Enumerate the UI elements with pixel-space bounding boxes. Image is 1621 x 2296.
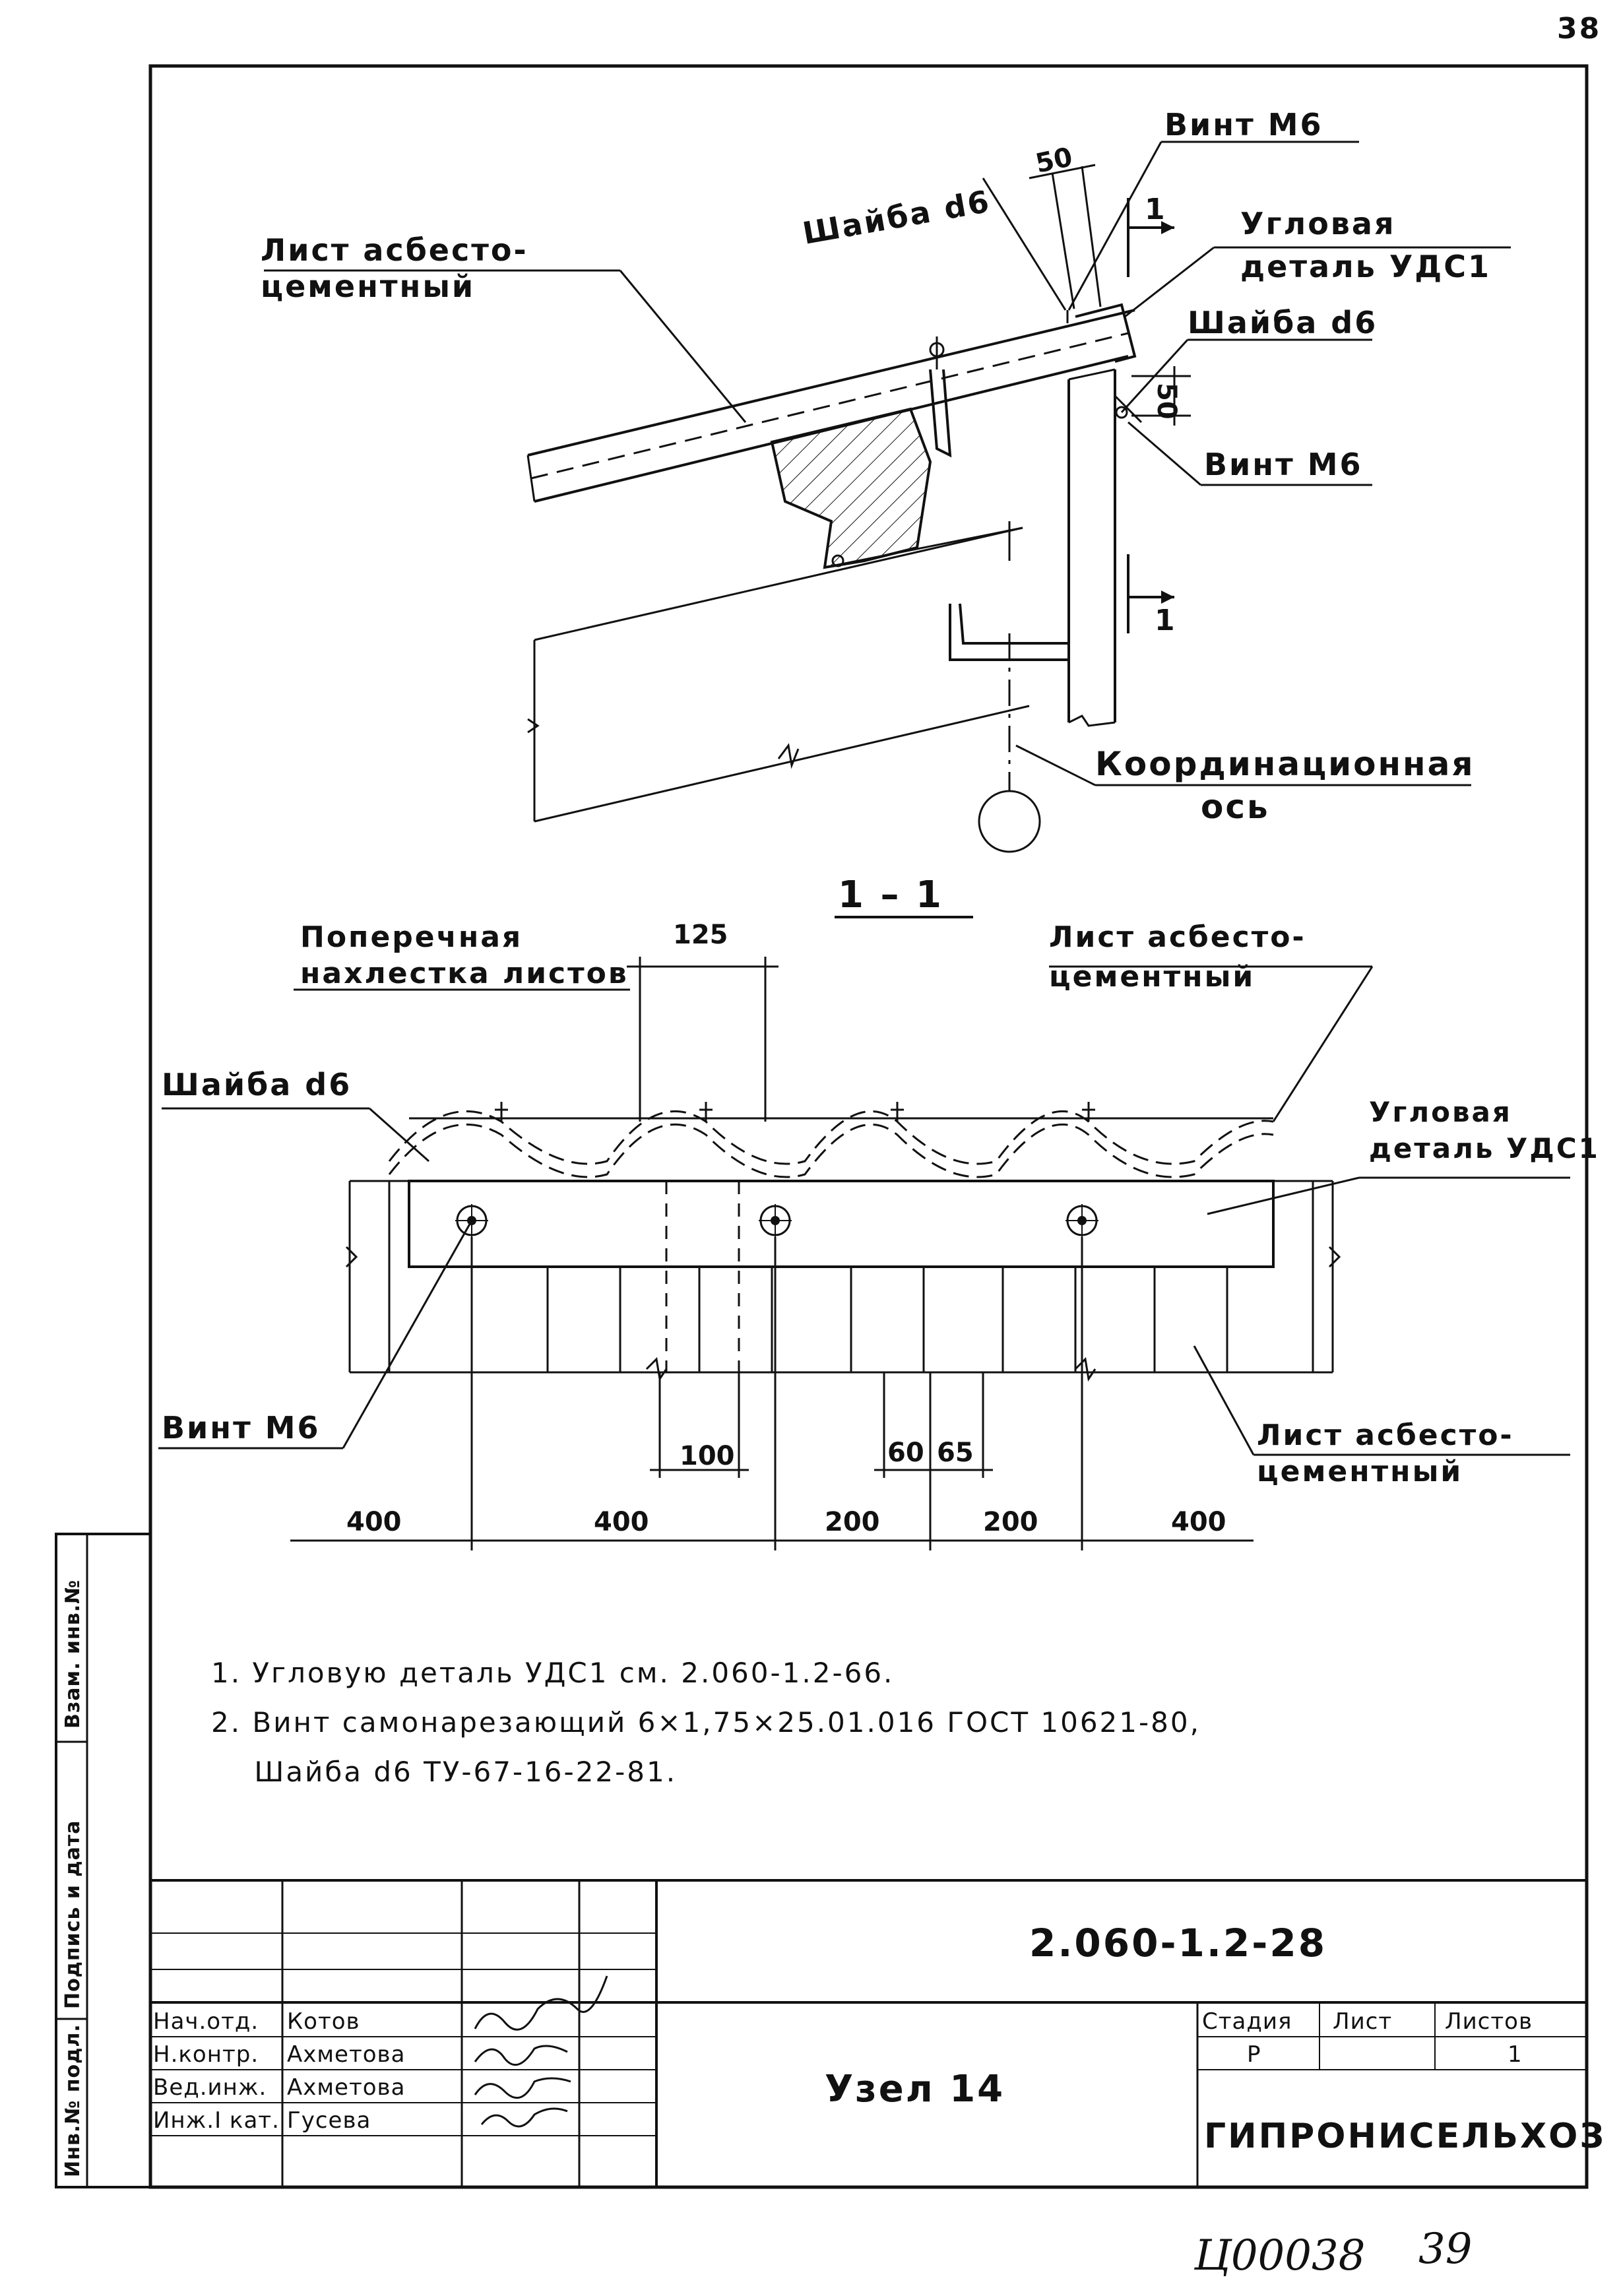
page-number: 38 [1557,12,1601,46]
signatures [474,1975,608,2128]
label-uglovaya-2-s: деталь УДС1 [1369,1132,1600,1164]
coordination-axis-marker [978,790,1041,853]
corner-detail-beam [408,1180,1275,1268]
stage-header: Стадия [1202,2008,1292,2035]
label-list-bottom-1: Лист асбесто- [1257,1419,1514,1452]
dim-bottom-4: 400 [1171,1507,1226,1537]
label-shaiba-right: Шайба d6 [1188,305,1378,340]
label-list-top-1: Лист асбесто- [1049,920,1306,954]
organization: ГИПРОНИСЕЛЬХОЗ [1204,2117,1606,2156]
dim-100: 100 [680,1441,735,1471]
label-poper-2: нахлестка листов [300,957,629,990]
side-col2: Подпись и дата [61,1820,84,2009]
name-0: Котов [287,2008,360,2035]
label-list-left-1: Лист асбесто- [261,232,528,268]
note-1: 1. Угловую деталь УДС1 см. 2.060-1.2-66. [211,1657,894,1689]
dim-bottom-2: 200 [825,1507,880,1537]
notes-block: 1. Угловую деталь УДС1 см. 2.060-1.2-66.… [211,1657,1201,1788]
side-stamp: Инв.№ подл. Подпись и дата Взам. инв.№ [55,1533,152,2188]
name-1: Ахметова [287,2041,405,2068]
label-vint-m6-right: Винт М6 [1204,447,1363,482]
section-title: 1 – 1 [838,874,943,916]
dim-bottom-0: 400 [346,1507,402,1537]
dim-50-right: 50 [1151,383,1182,420]
label-koord-1: Координационная [1095,745,1475,783]
beam-screws [455,1204,1098,1237]
label-koord-2: ось [1201,788,1270,826]
section-mark-top: 1 [1145,193,1167,226]
crest-screws [495,1102,1095,1122]
label-vint-m6-s: Винт М6 [162,1410,321,1446]
label-list-left-2: цементный [261,269,475,304]
elevation-detail: Винт М6 50 Шайба d6 1 Лист асбесто- цеме… [261,107,1511,853]
role-0: Нач.отд. [153,2008,259,2035]
note-2: 2. Винт самонарезающий 6×1,75×25.01.016 … [211,1706,1201,1738]
name-2: Ахметова [287,2074,405,2101]
label-shaiba-left: Шайба d6 [162,1067,352,1102]
sheets-value: 1 [1508,2041,1523,2068]
section-1-1: 1 – 1 [158,874,1600,1550]
drawing-frame [148,64,1589,2189]
dim-60: 60 [887,1438,924,1468]
drawing-title: Узел 14 [825,2068,1005,2111]
purlin-section [770,407,932,569]
dim-50-top: 50 [1033,142,1075,179]
dim-bottom-1: 400 [594,1507,649,1537]
name-3: Гусева [287,2107,371,2134]
dim-125: 125 [673,920,728,950]
side-col1: Инв.№ подл. [61,2024,84,2177]
stage-value: Р [1247,2041,1261,2068]
dim-65: 65 [937,1438,974,1468]
role-1: Н.контр. [153,2041,259,2068]
label-poper-1: Поперечная [300,920,523,954]
label-uglovaya-1: Угловая [1240,206,1395,241]
bottom-page: 39 [1418,2225,1472,2274]
role-2: Вед.инж. [153,2074,267,2101]
label-shaiba-top: Шайба d6 [800,183,994,251]
label-list-bottom-2: цементный [1257,1455,1463,1488]
wall-corrugations [546,1267,1228,1372]
role-3: Инж.I кат. [153,2107,280,2134]
label-uglovaya-2: деталь УДС1 [1240,249,1491,284]
doc-code: 2.060-1.2-28 [1029,1921,1327,1965]
label-list-top-2: цементный [1049,960,1255,994]
bottom-code: Ц00038 [1193,2231,1365,2280]
sheets-header: Листов [1445,2008,1533,2035]
section-mark-bottom: 1 [1155,604,1177,637]
sheet-header: Лист [1333,2008,1392,2035]
label-vint-m6-top: Винт М6 [1164,107,1323,143]
note-3: Шайба d6 ТУ-67-16-22-81. [211,1756,677,1788]
dim-bottom-3: 200 [983,1507,1038,1537]
side-col3: Взам. инв.№ [61,1579,84,1729]
title-block: 2.060-1.2-28 Узел 14 ГИПРОНИСЕЛЬХОЗ Стад… [150,1879,1606,2187]
label-uglovaya-1-s: Угловая [1369,1096,1512,1128]
